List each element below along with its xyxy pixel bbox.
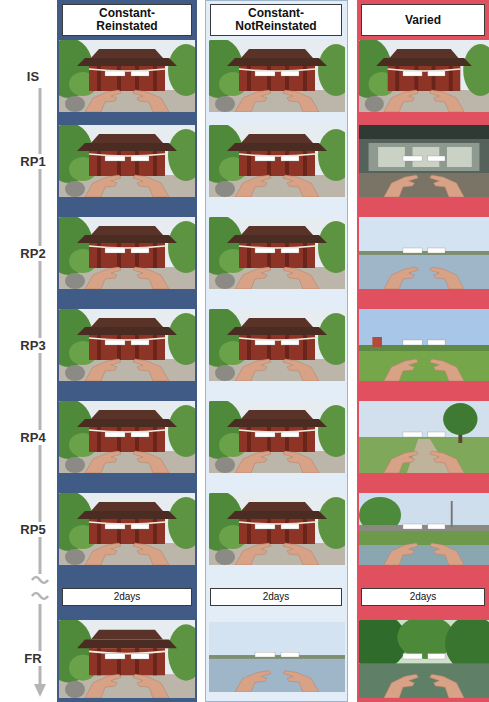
delay-box: 2days bbox=[210, 588, 342, 606]
delay-label: 2days bbox=[114, 591, 141, 603]
phase-label: RP3 bbox=[18, 338, 47, 353]
phase-label: RP1 bbox=[18, 154, 47, 169]
phase-label: IS bbox=[25, 69, 41, 84]
phase-label: RP2 bbox=[18, 246, 47, 261]
column-header: Varied bbox=[361, 4, 485, 36]
delay-label: 2days bbox=[263, 591, 290, 603]
condition-name: Constant-NotReinstated bbox=[226, 7, 326, 33]
delay-label: 2days bbox=[410, 591, 437, 603]
column-header: Constant-Reinstated bbox=[62, 4, 192, 36]
delay-box: 2days bbox=[361, 588, 485, 606]
condition-name: Constant-Reinstated bbox=[77, 7, 177, 33]
delay-box: 2days bbox=[62, 588, 192, 606]
phase-label: RP5 bbox=[18, 522, 47, 537]
phase-label: FR bbox=[22, 651, 43, 666]
phase-label: RP4 bbox=[18, 430, 47, 445]
condition-name: Varied bbox=[405, 14, 441, 27]
column-header: Constant-NotReinstated bbox=[210, 4, 342, 36]
